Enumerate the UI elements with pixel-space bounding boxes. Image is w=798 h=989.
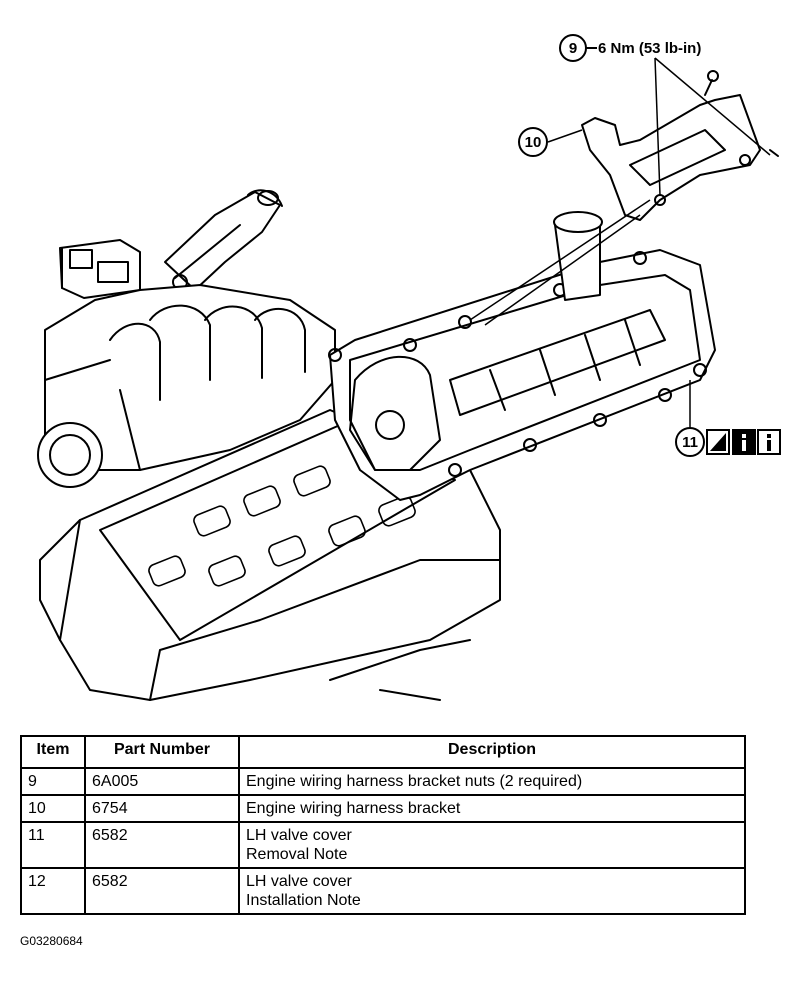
intake-manifold-drawing [37,284,336,488]
callout-11-number: 11 [682,434,698,451]
item-cell: 11 [20,821,86,869]
leader-line-9b [654,57,771,156]
removal-installation-icon[interactable] [706,429,730,455]
leader-line-bracket-b [484,214,641,326]
info-icon[interactable] [732,429,756,455]
engine-illustration: 9 6 Nm (53 lb-in) 10 11 [37,34,781,701]
callout-11-circle [675,427,705,457]
item-cell: 12 [20,867,86,915]
table-row: 9 6A005 Engine wiring harness bracket nu… [20,767,746,796]
description-cell: LH valve cover Removal Note [238,821,746,869]
callout-10-circle [518,127,548,157]
part-number-cell: 6582 [84,867,240,915]
part-number-cell: 6582 [84,821,240,869]
description-line: Engine wiring harness bracket nuts (2 re… [246,773,583,790]
parts-table: Item Part Number Description 9 6A005 Eng… [20,735,746,915]
item-cell: 10 [20,794,86,823]
callout-9-number: 9 [569,40,577,57]
item-cell: 9 [20,767,86,796]
column-header-item: Item [20,735,86,769]
description-cell: Engine wiring harness bracket [238,794,746,823]
table-row: 10 6754 Engine wiring harness bracket [20,794,746,823]
column-header-part-number: Part Number [84,735,240,769]
description-line: Engine wiring harness bracket [246,800,461,817]
part-number-cell: 6754 [84,794,240,823]
figure-id: G03280684 [20,934,83,948]
valve-cover-drawing [328,211,716,501]
coolant-tube-drawing [164,189,283,291]
description-line: LH valve cover [246,827,352,844]
column-header-description: Description [238,735,746,769]
leader-line-9a [654,57,661,196]
table-row: 11 6582 LH valve cover Removal Note [20,821,746,869]
harness-bracket-drawing [581,70,779,221]
part-number-cell: 6A005 [84,767,240,796]
leader-line-bracket-a [469,199,651,321]
description-cell: Engine wiring harness bracket nuts (2 re… [238,767,746,796]
table-header-row: Item Part Number Description [20,735,746,769]
sensor-connector-drawing [59,239,141,299]
description-line: LH valve cover [246,873,352,890]
callout-10-number: 10 [525,134,542,151]
info-icon[interactable] [757,429,781,455]
leader-line-10 [547,129,583,143]
removal-note-link[interactable]: Removal Note [246,846,348,863]
table-row: 12 6582 LH valve cover Installation Note [20,867,746,915]
callout-9-torque: 6 Nm (53 lb-in) [598,40,701,57]
installation-note-link[interactable]: Installation Note [246,892,361,909]
description-cell: LH valve cover Installation Note [238,867,746,915]
